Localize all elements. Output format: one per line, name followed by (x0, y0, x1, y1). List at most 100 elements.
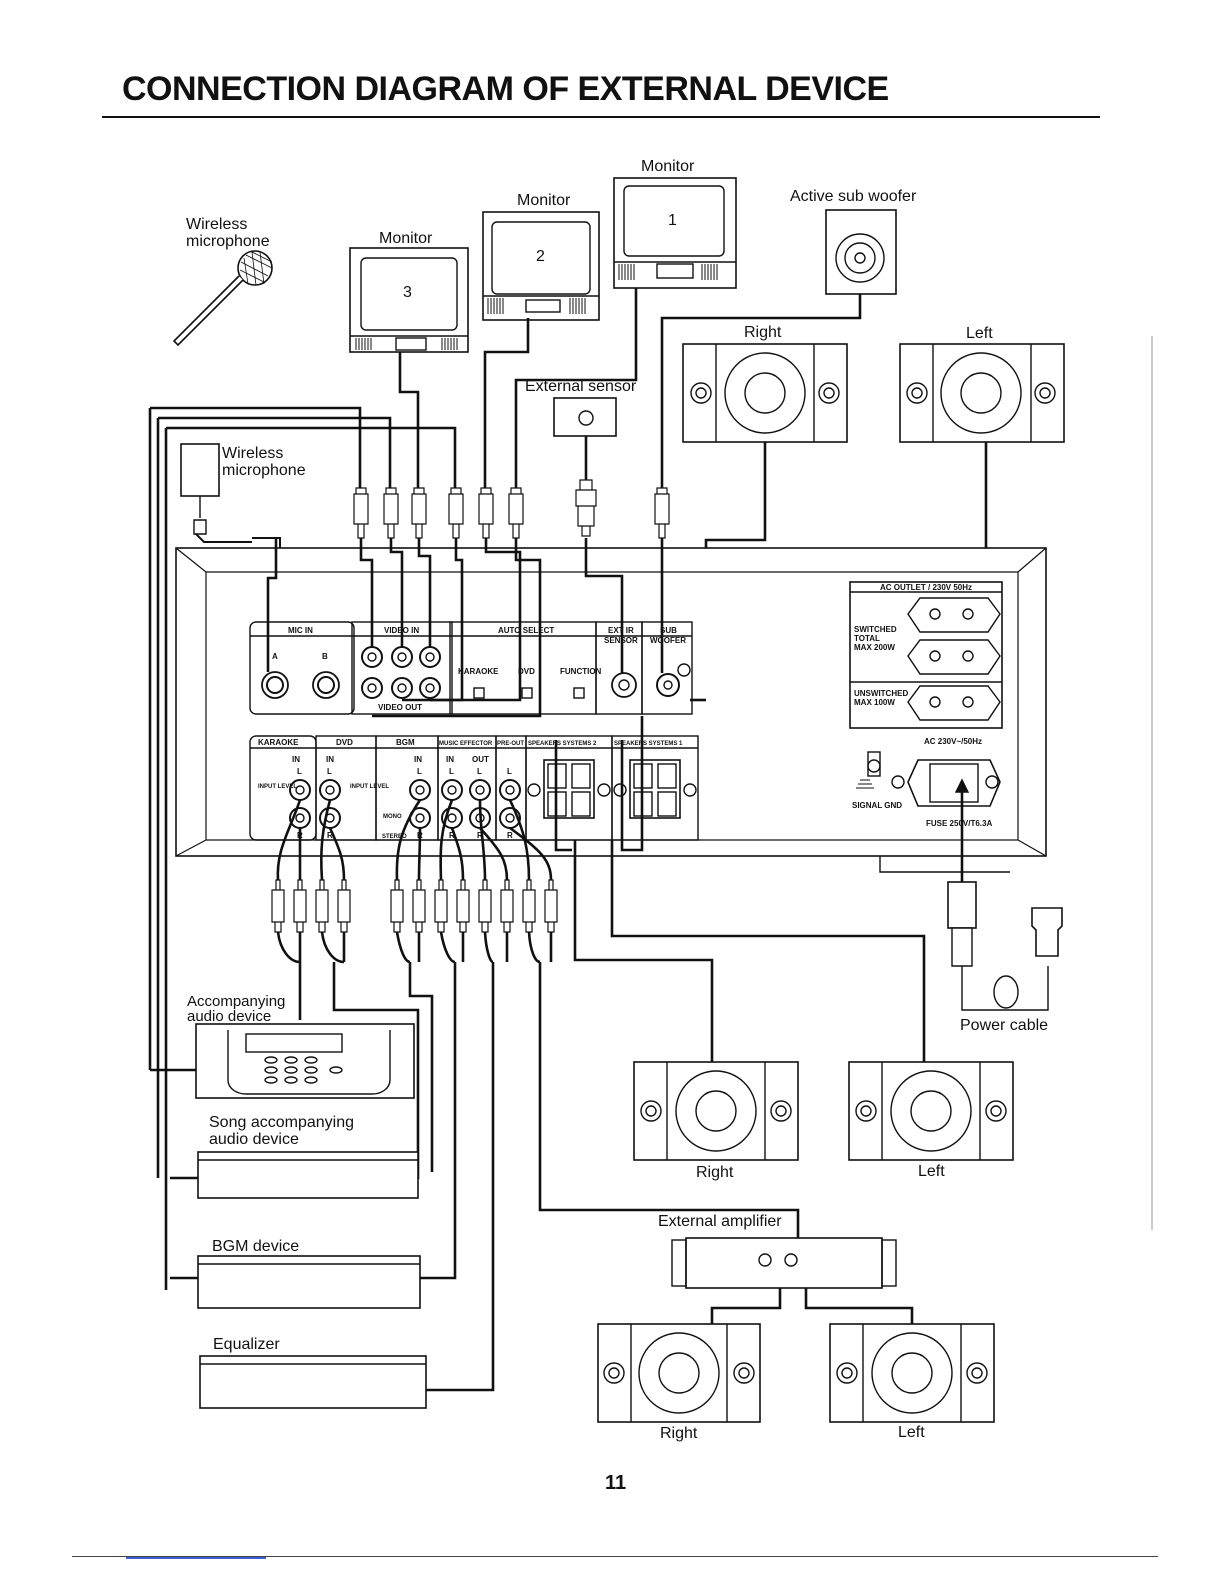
bgm-device-icon (197, 1255, 421, 1309)
bgm-in-label: IN (414, 755, 422, 764)
monitor-2-number: 2 (536, 248, 545, 265)
max200-label: MAX 200W (854, 643, 895, 652)
speaker-bottom-left-icon (829, 1323, 995, 1423)
panel-wiring (266, 538, 706, 852)
song-accompanying-label-1: Song accompanying (209, 1114, 354, 1131)
total-label: TOTAL (854, 634, 880, 643)
monitor-2-icon (482, 211, 600, 321)
dvd-bottom-label: DVD (336, 738, 353, 747)
wireless-mic-label-1: Wireless (186, 216, 248, 233)
speaker-top-right-icon (682, 343, 848, 443)
external-amplifier-label: External amplifier (658, 1213, 782, 1230)
active-subwoofer-icon (825, 209, 897, 295)
equalizer-device-icon (199, 1355, 427, 1409)
page-number: 11 (605, 1472, 627, 1494)
speakers1-label: SPEAKERS SYSTEMS 1 (614, 741, 683, 747)
accompanying-audio-device-icon (195, 1023, 415, 1099)
power-cable-icon (947, 778, 1063, 1011)
mono-label: MONO (383, 814, 402, 820)
bottom-left-speaker-label: Left (898, 1424, 925, 1441)
stereo-label: STEREO (382, 834, 407, 840)
dvd-switch-label: DVD (518, 667, 535, 676)
wireless-receiver-icon (180, 443, 281, 575)
active-subwoofer-label: Active sub woofer (790, 188, 917, 205)
dvd-r-label: R (327, 831, 333, 840)
top-right-speaker-label: Right (744, 324, 782, 341)
effector-in-l-label: L (449, 767, 454, 776)
signal-gnd-label: SIGNAL GND (852, 801, 902, 810)
ac-in-label: AC 230V~/50Hz (924, 737, 982, 746)
mid-left-speaker-label: Left (918, 1163, 945, 1180)
bottom-rca-plugs (271, 879, 558, 933)
accompanying-label-2: audio device (187, 1008, 272, 1025)
title-underline (102, 116, 1100, 118)
speaker-mid-left-icon (848, 1061, 1014, 1161)
effector-out-label: OUT (472, 755, 489, 764)
karaoke-in-label: IN (292, 755, 300, 764)
top-rca-plugs (353, 479, 670, 539)
mic-b-label: B (322, 652, 328, 661)
footer-link-underline (126, 1557, 266, 1559)
monitor-3-number: 3 (403, 284, 412, 301)
external-amplifier-icon (671, 1237, 914, 1324)
equalizer-label: Equalizer (213, 1336, 280, 1353)
wireless-receiver-label-2: microphone (222, 462, 306, 479)
wireless-microphone-icon (172, 250, 273, 347)
mid-right-speaker-label: Right (696, 1164, 734, 1181)
bgm-l-label: L (417, 767, 422, 776)
effector-out-r-label: R (477, 831, 483, 840)
pre-out-r-label: R (507, 831, 513, 840)
mic-a-label: A (272, 652, 278, 661)
woofer-label: WOOFER (650, 636, 686, 645)
video-out-label: VIDEO OUT (378, 703, 422, 712)
page-title: CONNECTION DIAGRAM OF EXTERNAL DEVICE (122, 70, 889, 108)
speaker-top-left-icon (899, 343, 1065, 443)
monitor-2-label: Monitor (517, 192, 571, 209)
external-sensor-label: External sensor (525, 378, 637, 395)
monitor-1-label: Monitor (641, 158, 695, 175)
max100-label: MAX 100W (854, 698, 895, 707)
monitor-3-icon (349, 247, 469, 353)
accompanying-label-1: Accompanying (187, 993, 286, 1010)
monitor-3-label: Monitor (379, 230, 433, 247)
monitor-1-icon (613, 177, 737, 289)
dvd-in-label: IN (326, 755, 334, 764)
ac-outlet-label: AC OUTLET / 230V 50Hz (880, 583, 972, 592)
main-unit-panel (175, 547, 1047, 873)
dvd-input-level-label: INPUT LEVEL (350, 784, 389, 790)
music-effector-label: MUSIC EFFECTOR (439, 741, 493, 747)
top-left-speaker-label: Left (966, 325, 993, 342)
pre-out-l-label: L (507, 767, 512, 776)
effector-out-l-label: L (477, 767, 482, 776)
wireless-mic-label-2: microphone (186, 233, 270, 250)
bgm-label: BGM (396, 738, 415, 747)
switched-label: SWITCHED (854, 625, 897, 634)
mic-in-label: MIC IN (288, 626, 313, 635)
pre-out-label: PRE-OUT (497, 741, 524, 747)
bottom-right-speaker-label: Right (660, 1425, 698, 1442)
dvd-l-label: L (327, 767, 332, 776)
song-accompanying-device-icon (197, 1151, 419, 1199)
speakers2-label: SPEAKERS SYSTEMS 2 (528, 741, 597, 747)
footer-rule (72, 1556, 1158, 1557)
monitor-1-number: 1 (668, 212, 677, 229)
fuse-label: FUSE 250V/T6.3A (926, 819, 992, 828)
bgm-device-label: BGM device (212, 1238, 300, 1255)
speaker-mid-right-icon (633, 1061, 799, 1161)
unswitched-label: UNSWITCHED (854, 689, 908, 698)
sub-label: SUB (660, 626, 677, 635)
power-cable-label: Power cable (960, 1017, 1049, 1034)
karaoke-switch-label: KARAOKE (458, 667, 499, 676)
panel-labels: MIC IN A B VIDEO IN VIDEO OUT AUTO SELEC… (258, 583, 992, 840)
external-sensor-icon (553, 397, 617, 437)
wireless-receiver-label-1: Wireless (222, 445, 284, 462)
effector-in-r-label: R (449, 831, 455, 840)
karaoke-bottom-label: KARAOKE (258, 738, 299, 747)
auto-select-label: AUTO SELECT (498, 626, 554, 635)
effector-in-label: IN (446, 755, 454, 764)
function-label: FUNCTION (560, 667, 602, 676)
karaoke-l-label: L (297, 767, 302, 776)
karaoke-input-level-label: INPUT LEVEL (258, 784, 297, 790)
speaker-bottom-right-icon (597, 1323, 761, 1423)
